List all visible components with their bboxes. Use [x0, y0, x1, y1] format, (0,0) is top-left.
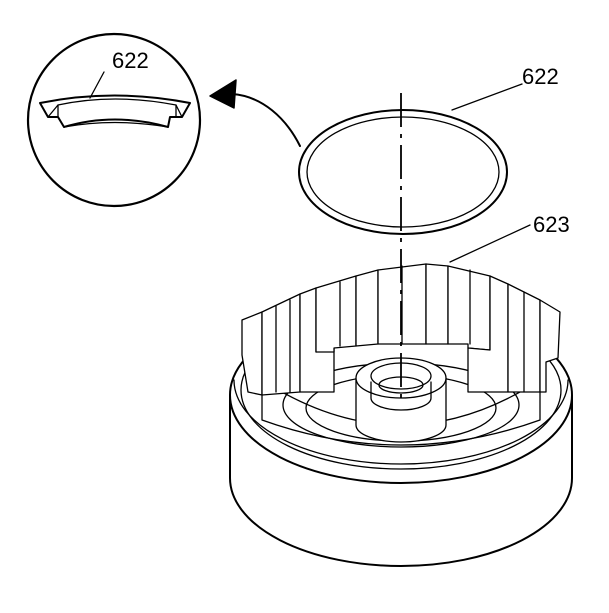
seal-cross-section-icon [39, 94, 191, 128]
housing-leader-line [449, 224, 531, 263]
detail-leader-line [89, 71, 105, 99]
housing-callout-623: 623 [533, 212, 570, 237]
seal-ring [298, 109, 508, 235]
housing-drum [229, 263, 573, 567]
seal-detail-inset: 622 [26, 32, 202, 208]
detail-arrow-icon [209, 79, 301, 147]
spline-lugs [241, 263, 561, 396]
seal-leader-line [451, 83, 523, 111]
detail-callout-622: 622 [112, 48, 149, 73]
seal-callout-622: 622 [522, 64, 559, 89]
